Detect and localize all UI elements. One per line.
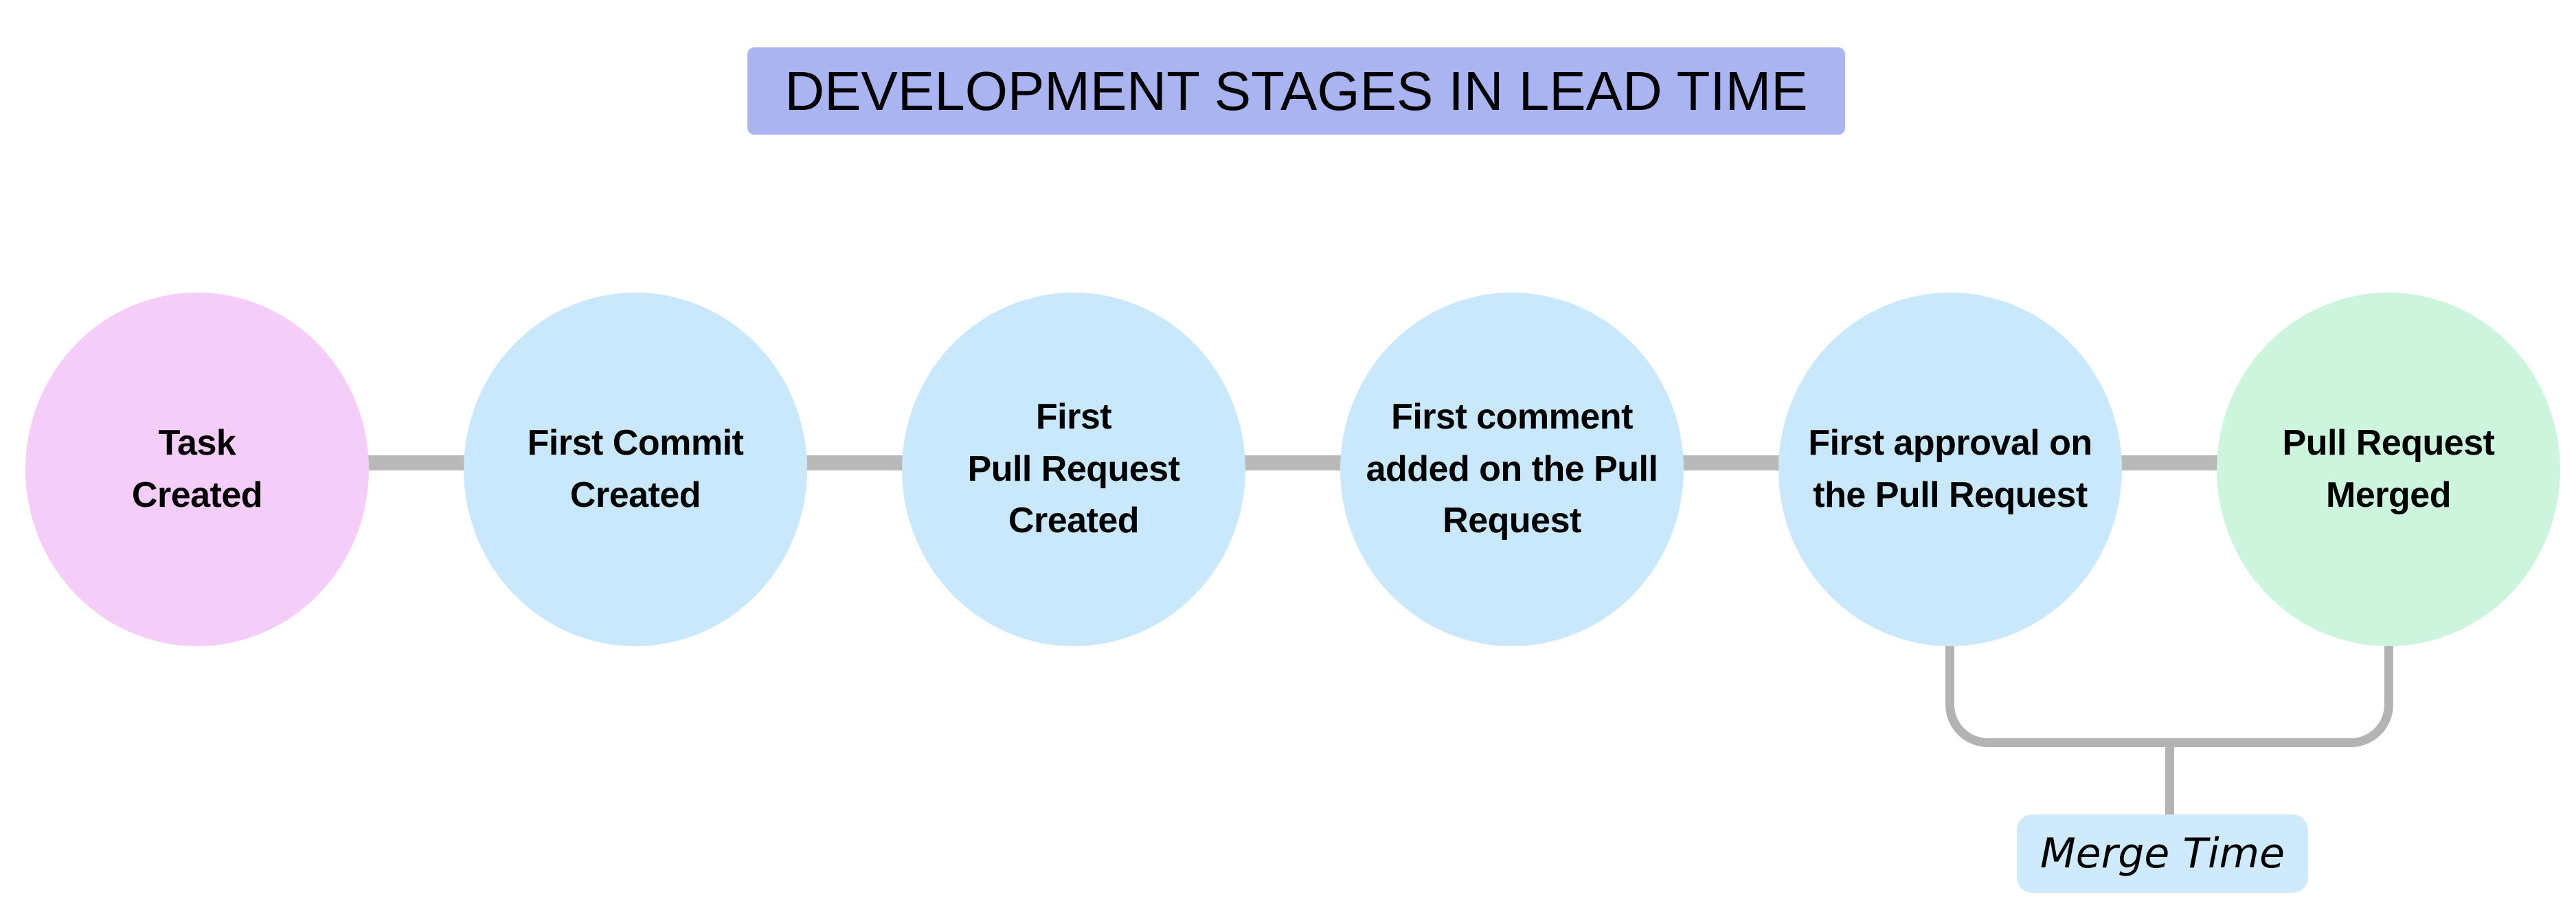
merge-time-bracket-stem [2165, 742, 2174, 817]
node-label: First comment added on the Pull Request [1366, 397, 1658, 541]
node-first-pull-request-created: First Pull Request Created [902, 293, 1245, 646]
page-title: DEVELOPMENT STAGES IN LEAD TIME [784, 60, 1808, 122]
merge-time-label: Merge Time [2017, 814, 2308, 893]
merge-time-bracket [1945, 630, 2393, 747]
node-label: Pull Request Merged [2282, 423, 2495, 515]
node-label: First Pull Request Created [967, 397, 1180, 541]
title-banner: DEVELOPMENT STAGES IN LEAD TIME [747, 47, 1845, 135]
node-first-comment-added: First comment added on the Pull Request [1340, 293, 1684, 646]
node-pull-request-merged: Pull Request Merged [2217, 293, 2560, 646]
node-label: First Commit Created [527, 423, 744, 515]
node-first-commit-created: First Commit Created [464, 293, 807, 646]
node-first-approval: First approval on the Pull Request [1778, 293, 2122, 646]
merge-time-label-text: Merge Time [2040, 830, 2285, 878]
node-label: Task Created [131, 423, 263, 515]
node-task-created: Task Created [25, 293, 369, 646]
node-label: First approval on the Pull Request [1808, 423, 2092, 515]
